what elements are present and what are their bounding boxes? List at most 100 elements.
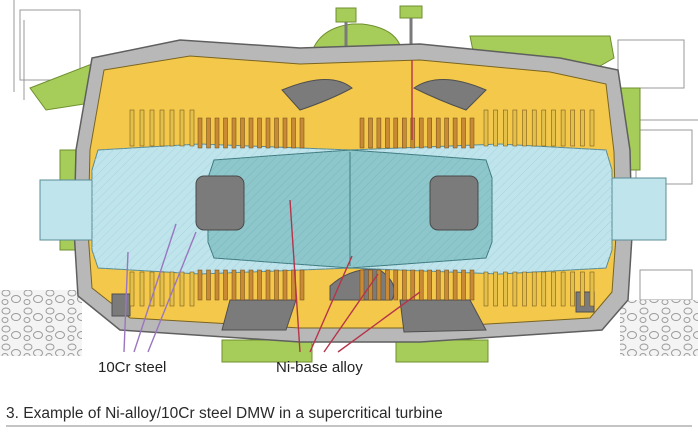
blade [257,269,262,301]
blade [139,109,145,147]
blade [274,269,279,301]
blade [248,269,254,301]
blade [206,269,211,301]
blade [452,117,458,149]
blade [206,117,211,149]
blade [560,271,566,307]
blade [376,269,382,301]
blade [214,117,220,149]
blade [444,117,449,149]
label-ni-base-alloy: Ni-base alloy [276,359,363,376]
blade [265,269,271,301]
blade [282,117,288,149]
blade [402,269,407,301]
blade [197,117,203,149]
blade [257,117,262,149]
blade [240,117,245,149]
blade [240,269,245,301]
blade [483,109,489,147]
blade [580,109,585,147]
blade [359,117,365,149]
blade [359,269,365,301]
blade-rows [129,109,595,307]
blade [503,109,508,147]
blade [418,117,424,149]
blade [435,117,441,149]
blade [169,271,175,307]
label-10cr-steel: 10Cr steel [98,359,166,376]
blade [560,109,566,147]
blade [427,117,432,149]
blade [541,109,547,147]
rotor-cavity-left [195,175,245,231]
blade [531,109,537,147]
blade [299,269,305,301]
blade [197,269,203,301]
blade [469,117,475,149]
blade [551,109,556,147]
blade [385,117,390,149]
blade [541,271,547,307]
blade [169,109,175,147]
blade [469,269,475,301]
blade [410,117,416,149]
blade [512,109,518,147]
blade [291,117,296,149]
blade [580,271,585,307]
blade [129,271,135,307]
blade [393,117,399,149]
blade [522,109,527,147]
blade [299,117,305,149]
blade [265,117,271,149]
blade [149,109,155,147]
blade [368,117,373,149]
blade [385,269,390,301]
foundation-left [0,290,82,356]
blade [179,271,185,307]
blade [493,271,498,307]
blade [444,269,449,301]
blade [159,109,165,147]
blade [493,109,498,147]
blade [589,271,595,307]
blade [129,109,135,147]
blade [483,271,489,307]
blade [393,269,399,301]
blade [248,117,254,149]
blade [402,117,407,149]
blade [214,269,220,301]
blade [461,269,466,301]
leader-lines [123,60,421,353]
figure-caption: 3. Example of Ni-alloy/10Cr steel DMW in… [6,405,443,422]
blade [223,269,228,301]
blade [435,269,441,301]
blade [427,269,432,301]
blade [589,109,595,147]
blade [522,271,527,307]
blade [570,271,575,307]
blade [159,271,165,307]
blade [189,109,195,147]
blade [223,117,228,149]
blade [512,271,518,307]
blade [376,117,382,149]
foundation-right [620,300,698,356]
blade [452,269,458,301]
blade [551,271,556,307]
blade [410,269,416,301]
blade [461,117,466,149]
blade [139,271,145,307]
blade [282,269,288,301]
blade [231,269,237,301]
blade [531,271,537,307]
blade [274,117,279,149]
shaft-left [39,179,101,241]
blade [418,269,424,301]
rotor-cavity-right [429,175,479,231]
shaft-right [605,177,667,241]
blade [503,271,508,307]
blade [179,109,185,147]
blade [570,109,575,147]
blade [231,117,237,149]
